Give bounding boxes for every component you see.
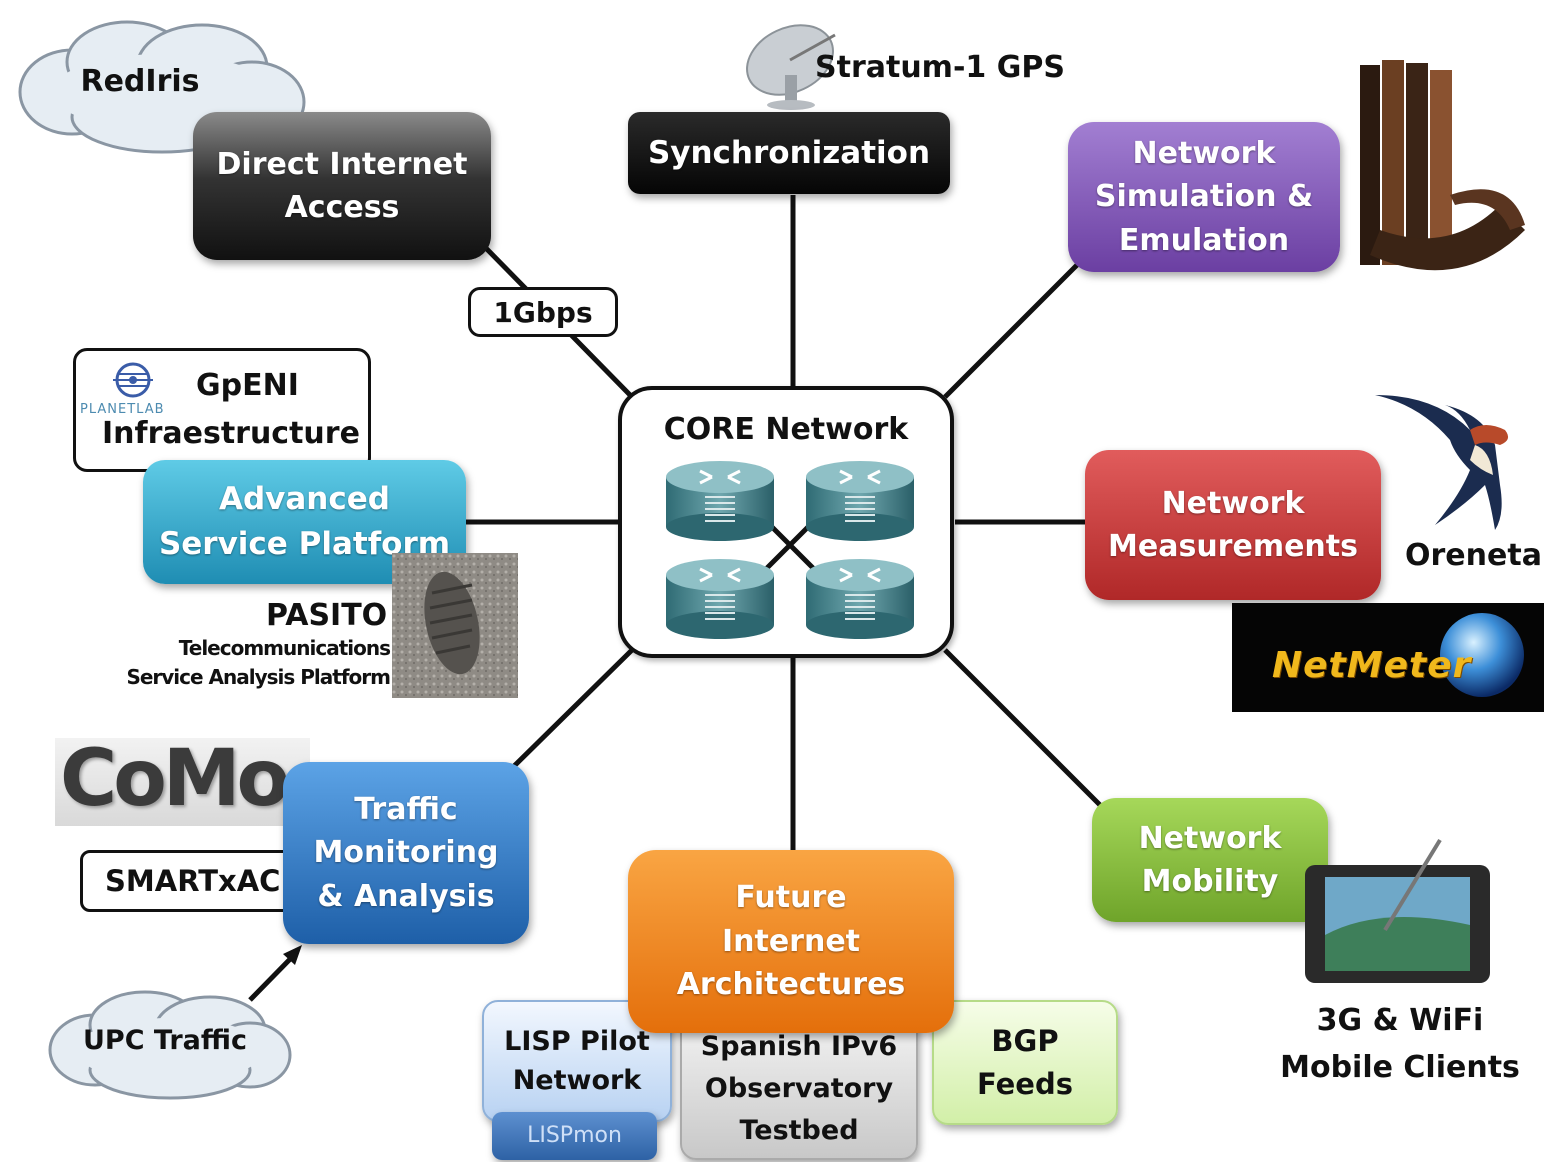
network-simulation-label: Network Simulation & Emulation <box>1094 135 1314 258</box>
gpeni-label: GpENI <box>196 368 299 403</box>
future-internet-node: Future Internet Architectures <box>628 850 954 1033</box>
line-to-network-mobility <box>943 648 1102 807</box>
stratum-label: Stratum-1 GPS <box>815 50 1065 85</box>
core-network-title: CORE Network <box>663 412 909 447</box>
spanish-ipv6-node: Spanish IPv6 Observatory Testbed <box>680 1010 918 1160</box>
satellite-dish-icon <box>746 24 836 110</box>
router-cluster-icon <box>664 459 916 640</box>
traffic-monitoring-label: Traffic Monitoring & Analysis <box>313 791 499 914</box>
pasito-label: PASITO <box>266 598 388 633</box>
lisp-pilot-node: LISP Pilot Network <box>482 1000 672 1122</box>
planetlab-label: PLANETLAB <box>80 402 165 417</box>
oreneta-label: Oreneta <box>1405 538 1542 573</box>
lispmon-label: LISPmon <box>527 1123 622 1149</box>
synchronization-node: Synchronization <box>628 112 950 194</box>
network-mobility-label: Network Mobility <box>1138 820 1282 900</box>
supercomputer-icon <box>1360 60 1525 271</box>
gbps-label: 1Gbps <box>493 295 593 329</box>
traffic-monitoring-node: Traffic Monitoring & Analysis <box>283 762 529 944</box>
netmeter-label: NetMeter <box>1272 645 1472 686</box>
rediris-label: RedIris <box>80 64 200 99</box>
como-logo: CoMo <box>55 734 310 826</box>
upc-traffic-label: UPC Traffic <box>82 1025 248 1056</box>
direct-internet-node: Direct Internet Access <box>193 112 491 260</box>
line-to-network-simulation <box>943 260 1082 399</box>
smartxac-box: SMARTxAC <box>80 850 295 912</box>
lisp-pilot-label: LISP Pilot Network <box>504 1026 650 1097</box>
cloud-rediris <box>18 20 306 154</box>
network-measurements-node: Network Measurements <box>1085 450 1381 600</box>
gbps-badge: 1Gbps <box>468 287 618 337</box>
como-label: CoMo <box>60 734 290 824</box>
mobile-clients-label: 3G & WiFi Mobile Clients <box>1280 1003 1520 1085</box>
cloud-upc-traffic <box>48 990 292 1100</box>
bgp-feeds-label: BGP Feeds <box>977 1024 1073 1101</box>
future-internet-label: Future Internet Architectures <box>676 880 906 1003</box>
arrow-head <box>283 945 302 965</box>
smartxac-label: SMARTxAC <box>105 864 281 898</box>
arrow-upc-traffic <box>248 950 299 1002</box>
network-mobility-node: Network Mobility <box>1092 798 1328 922</box>
globe-icon <box>1440 613 1524 697</box>
advanced-service-label: Advanced Service Platform <box>158 481 451 562</box>
infraestructure-label: Infraestructure <box>102 416 360 451</box>
network-simulation-node: Network Simulation & Emulation <box>1068 122 1340 272</box>
network-measurements-label: Network Measurements <box>1108 485 1358 565</box>
line-to-traffic-monitoring <box>503 648 634 777</box>
spanish-ipv6-label: Spanish IPv6 Observatory Testbed <box>700 1031 898 1147</box>
tablet-device-icon <box>1305 838 1490 983</box>
direct-internet-label: Direct Internet Access <box>216 146 468 226</box>
lispmon-node: LISPmon <box>492 1112 657 1160</box>
synchronization-label: Synchronization <box>647 134 931 171</box>
router-icon <box>666 461 774 541</box>
swallow-bird-icon <box>1375 395 1509 530</box>
netmeter-logo: NetMeter <box>1232 603 1544 712</box>
bgp-feeds-node: BGP Feeds <box>932 1000 1118 1125</box>
pasito-subtitle: Telecommunications Service Analysis Plat… <box>126 636 391 689</box>
planetlab-logo-icon <box>113 362 153 398</box>
footprint-photo-icon <box>392 553 518 698</box>
